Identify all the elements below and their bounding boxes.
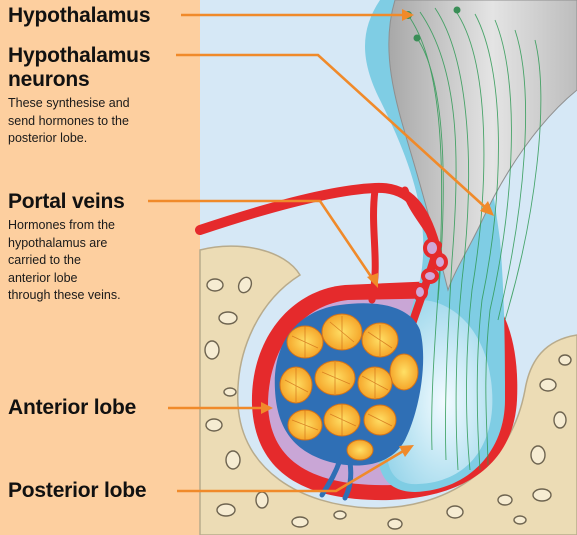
- description-line: anterior lobe: [8, 270, 121, 288]
- hypothalamus-neurons-label-line1: Hypothalamus: [8, 45, 150, 67]
- description-line: These synthesise and: [8, 95, 130, 113]
- hypothalamus-neurons-description: These synthesise and send hormones to th…: [8, 95, 130, 148]
- anterior-lobe-label: Anterior lobe: [8, 397, 136, 419]
- description-line: send hormones to the: [8, 113, 130, 131]
- hypothalamus-label: Hypothalamus: [8, 5, 150, 27]
- posterior-lobe-label: Posterior lobe: [8, 480, 146, 502]
- portal-veins-label: Portal veins: [8, 191, 125, 213]
- hypothalamus-neurons-label-line2: neurons: [8, 69, 89, 91]
- portal-veins-description: Hormones from the hypothalamus are carri…: [8, 217, 121, 305]
- description-line: through these veins.: [8, 287, 121, 305]
- description-line: carried to the: [8, 252, 121, 270]
- description-line: hypothalamus are: [8, 235, 121, 253]
- description-line: posterior lobe.: [8, 130, 130, 148]
- description-line: Hormones from the: [8, 217, 121, 235]
